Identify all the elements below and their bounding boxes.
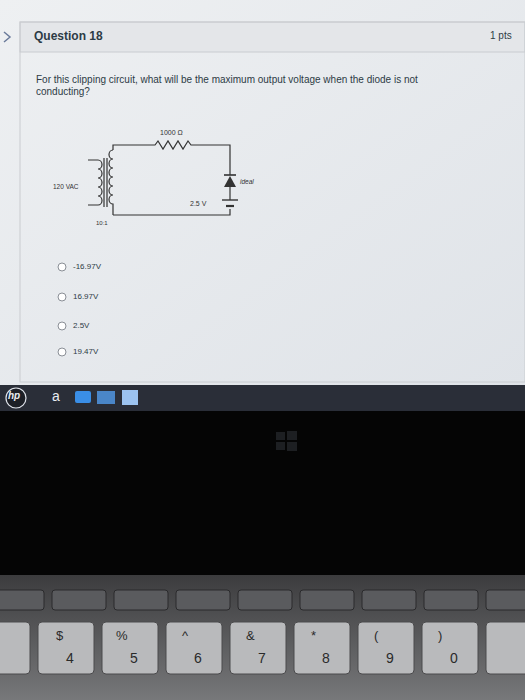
function-key xyxy=(486,590,525,610)
key-number: 0 xyxy=(450,650,458,667)
key-symbol: * xyxy=(311,628,316,644)
source-voltage: 120 VAC xyxy=(53,183,79,191)
key-number: 7 xyxy=(258,650,266,667)
arrow-mark xyxy=(4,32,10,42)
keyboard-deck xyxy=(0,575,525,700)
diode-lead xyxy=(229,187,230,200)
windows-logo xyxy=(276,431,297,451)
diode-symbol xyxy=(224,176,236,187)
function-key xyxy=(362,590,416,610)
function-key xyxy=(114,590,168,610)
question-panel xyxy=(20,22,525,382)
question-header xyxy=(20,22,525,52)
battery-long-plate xyxy=(222,199,238,200)
taskbar-letter: a xyxy=(52,388,60,405)
question-text: For this clipping circuit, what will be … xyxy=(36,74,466,98)
answer-option: 16.97V xyxy=(73,292,98,302)
top-wire-resistor xyxy=(113,141,230,175)
key-number: 9 xyxy=(386,650,394,667)
function-key xyxy=(52,590,106,610)
number-key xyxy=(358,622,414,674)
key-symbol: ^ xyxy=(182,628,188,644)
battery-short-plate xyxy=(226,205,234,207)
key-symbol: & xyxy=(246,628,255,644)
primary-coil xyxy=(98,160,102,205)
number-key xyxy=(230,622,286,674)
function-key xyxy=(424,590,478,610)
function-key xyxy=(176,590,230,610)
clipping-circuit xyxy=(88,141,238,215)
resistor-value: 1000 Ω xyxy=(160,129,183,137)
number-keys xyxy=(0,622,525,674)
diode-bar xyxy=(224,174,236,176)
number-key xyxy=(0,622,30,674)
number-key xyxy=(38,622,94,674)
key-symbol: ) xyxy=(438,628,442,644)
taskbar-icon xyxy=(97,391,115,404)
screen xyxy=(0,0,525,386)
question-title: Question 18 xyxy=(34,29,103,43)
diode-label: ideal xyxy=(240,178,254,186)
number-key xyxy=(102,622,158,674)
taskbar-icon xyxy=(122,390,138,405)
secondary-coil xyxy=(109,150,113,215)
hp-logo-text: hp xyxy=(8,390,20,402)
turns-ratio: 10:1 xyxy=(96,220,108,227)
battery-voltage: 2.5 V xyxy=(190,200,206,208)
function-key xyxy=(238,590,292,610)
number-key xyxy=(294,622,350,674)
function-keys xyxy=(0,590,525,610)
radio-buttons xyxy=(58,263,66,356)
bezel xyxy=(0,411,525,581)
number-key xyxy=(166,622,222,674)
number-key xyxy=(422,622,478,674)
key-symbol: % xyxy=(116,628,128,644)
function-key xyxy=(300,590,354,610)
taskbar xyxy=(0,385,525,411)
key-number: 8 xyxy=(322,650,330,667)
key-number: 6 xyxy=(194,650,202,667)
key-number: 4 xyxy=(66,650,74,667)
answer-option: -16.97V xyxy=(73,262,101,272)
primary-leads xyxy=(88,160,98,205)
number-key xyxy=(486,622,525,674)
transformer-core xyxy=(104,158,107,207)
taskbar-icon xyxy=(75,391,91,403)
points-label: 1 pts xyxy=(490,30,512,42)
function-key xyxy=(0,590,44,610)
hp-logo xyxy=(6,388,26,408)
key-symbol: $ xyxy=(56,628,63,644)
key-symbol: ( xyxy=(374,628,378,644)
bottom-wire xyxy=(113,209,230,215)
answer-option: 2.5V xyxy=(73,321,89,331)
answer-option: 19.47V xyxy=(73,347,98,357)
key-number: 5 xyxy=(130,650,138,667)
